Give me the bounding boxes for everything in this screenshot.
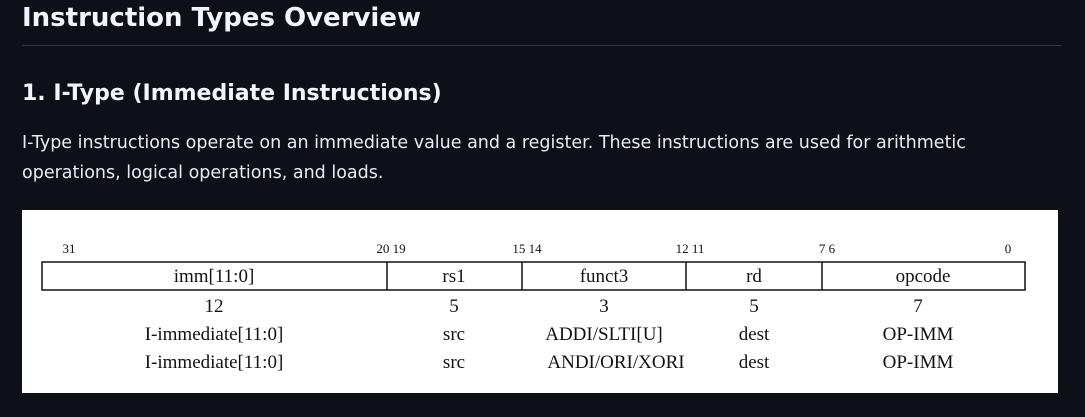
row2-opcode: OP-IMM — [883, 352, 954, 373]
row2-rd: dest — [739, 352, 770, 373]
row1-funct3: ADDI/SLTI[U] — [545, 324, 663, 345]
title-divider — [22, 45, 1061, 46]
field-name-funct3: funct3 — [580, 266, 629, 287]
page-title: Instruction Types Overview — [22, 3, 421, 33]
field-width-opcode: 7 — [913, 296, 923, 317]
field-width-imm: 12 — [205, 296, 224, 317]
field-name-rs1: rs1 — [442, 266, 465, 287]
encoding-box — [41, 261, 1026, 291]
bit-label-20-19: 20 19 — [376, 241, 405, 256]
bit-label-31: 31 — [63, 241, 76, 256]
row1-rd: dest — [739, 324, 770, 345]
row2-imm: I-immediate[11:0] — [145, 352, 284, 373]
field-width-rd: 5 — [749, 296, 759, 317]
row1-imm: I-immediate[11:0] — [145, 324, 284, 345]
row1-opcode: OP-IMM — [883, 324, 954, 345]
field-width-rs1: 5 — [449, 296, 459, 317]
bit-label-12-11: 12 11 — [676, 241, 705, 256]
bit-label-0: 0 — [1005, 241, 1012, 256]
field-name-imm: imm[11:0] — [174, 266, 255, 287]
instruction-format-diagram: 31 20 19 15 14 12 11 7 6 0 imm[11:0] rs1… — [41, 241, 1026, 373]
field-name-opcode: opcode — [896, 266, 951, 287]
section-heading: 1. I-Type (Immediate Instructions) — [22, 81, 442, 106]
row2-rs1: src — [443, 352, 465, 373]
row2-funct3: ANDI/ORI/XORI — [547, 352, 684, 373]
instruction-format-figure: 31 20 19 15 14 12 11 7 6 0 imm[11:0] rs1… — [22, 210, 1058, 393]
bit-label-7-6: 7 6 — [819, 241, 836, 256]
field-name-rd: rd — [746, 266, 762, 287]
row1-rs1: src — [443, 324, 465, 345]
bit-label-15-14: 15 14 — [512, 241, 542, 256]
field-width-funct3: 3 — [599, 296, 609, 317]
section-paragraph: I-Type instructions operate on an immedi… — [22, 133, 966, 183]
